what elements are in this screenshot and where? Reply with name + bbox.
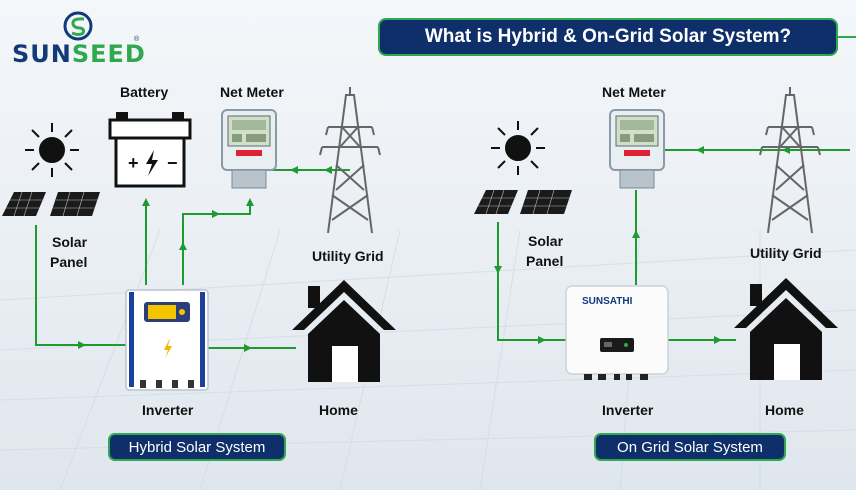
ongrid-system-label: On Grid Solar System xyxy=(594,433,786,461)
logo-text: SUNSEED xyxy=(12,40,146,68)
net-meter-icon xyxy=(221,109,277,189)
hybrid-net-meter-label: Net Meter xyxy=(220,84,284,100)
logo-mark-icon xyxy=(63,11,93,41)
hybrid-solar-label-line1: Solar xyxy=(52,234,88,250)
inverter-brand-text: SUNSATHI xyxy=(582,296,633,307)
svg-text:−: − xyxy=(167,153,178,173)
inverter-icon xyxy=(125,289,209,391)
title-connector-line xyxy=(838,36,856,38)
hybrid-home-label: Home xyxy=(319,402,358,418)
hybrid-utility-grid-label: Utility Grid xyxy=(312,248,384,264)
ongrid-solar-label-line1: Solar xyxy=(528,233,564,249)
battery-icon: + − xyxy=(108,112,192,188)
ongrid-net-meter-label: Net Meter xyxy=(602,84,666,100)
inverter-icon xyxy=(565,285,669,380)
page-title: What is Hybrid & On-Grid Solar System? xyxy=(378,18,838,56)
home-icon xyxy=(292,280,396,382)
ongrid-connection-lines xyxy=(494,146,850,344)
sun-icon xyxy=(25,123,79,177)
solar-panel-icon xyxy=(474,189,572,215)
hybrid-solar-label-line2: Panel xyxy=(50,254,88,270)
ongrid-inverter-label: Inverter xyxy=(602,402,654,418)
hybrid-inverter-label: Inverter xyxy=(142,402,194,418)
sun-icon xyxy=(491,121,545,175)
hybrid-connection-lines xyxy=(35,166,350,352)
solar-panel-icon xyxy=(2,191,100,217)
ongrid-utility-grid-label: Utility Grid xyxy=(750,245,822,261)
ongrid-home-label: Home xyxy=(765,402,804,418)
hybrid-system-label: Hybrid Solar System xyxy=(108,433,286,461)
ongrid-solar-label-line2: Panel xyxy=(526,253,564,269)
battery-label: Battery xyxy=(120,84,169,100)
title-banner: What is Hybrid & On-Grid Solar System? xyxy=(378,18,840,58)
transmission-tower-icon xyxy=(319,87,381,234)
net-meter-icon xyxy=(609,109,665,189)
sunseed-logo xyxy=(10,10,150,70)
transmission-tower-icon xyxy=(759,87,821,234)
svg-text:+: + xyxy=(128,153,139,173)
registered-mark: ® xyxy=(134,36,140,43)
home-icon xyxy=(734,278,838,380)
